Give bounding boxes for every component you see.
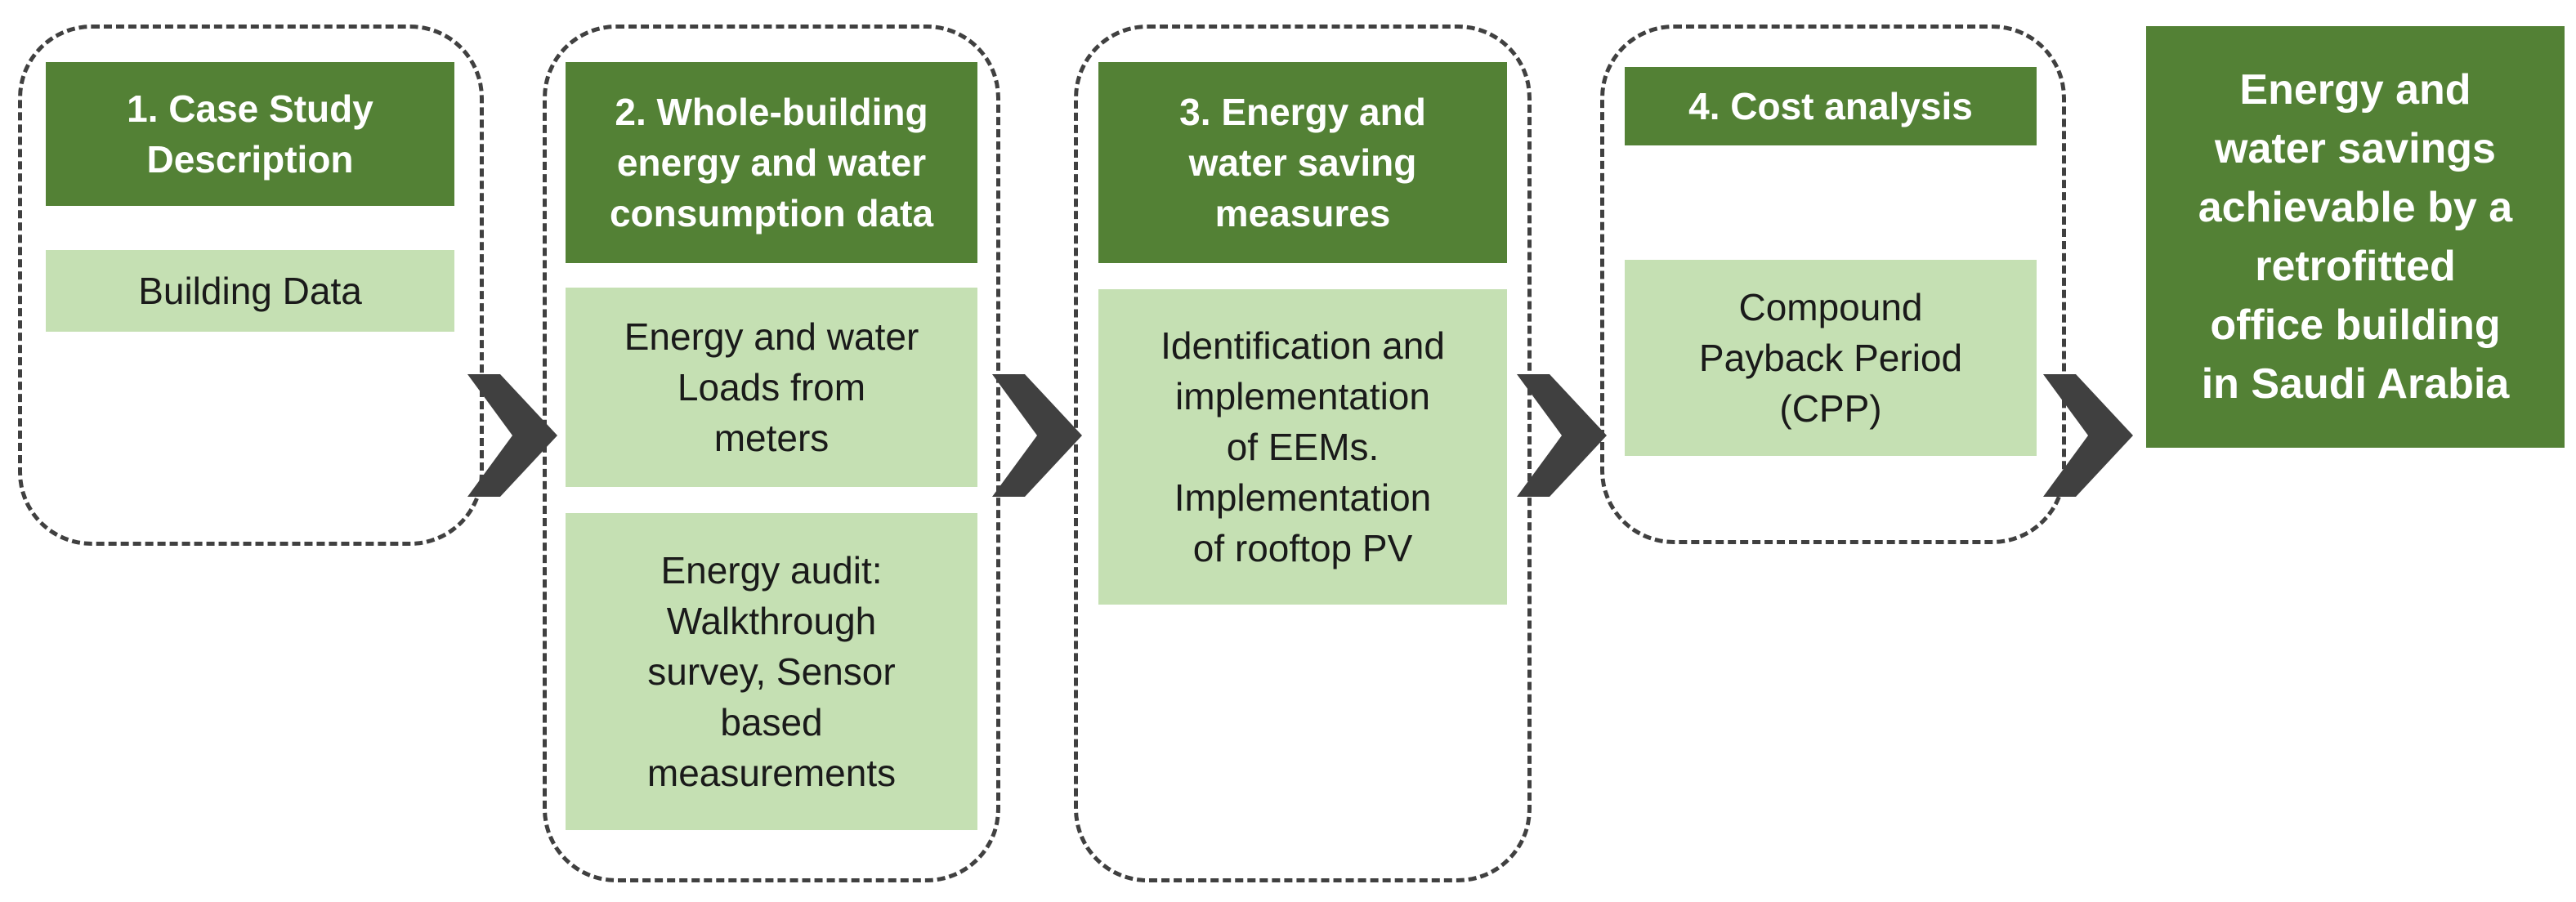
- step-1-group: [18, 25, 484, 546]
- step-1-header: 1. Case Study Description: [46, 62, 454, 206]
- step-4-item-cpp: Compound Payback Period (CPP): [1625, 260, 2037, 456]
- chevron-arrow-3-icon: [1517, 374, 1607, 497]
- step-3-header: 3. Energy and water saving measures: [1098, 62, 1507, 263]
- step-1-item-building-data: Building Data: [46, 250, 454, 332]
- step-2-item-energy-audit: Energy audit: Walkthrough survey, Sensor…: [566, 513, 977, 830]
- result-box: Energy and water savings achievable by a…: [2146, 26, 2565, 448]
- step-4-group: [1600, 25, 2066, 544]
- step-2-header: 2. Whole-building energy and water consu…: [566, 62, 977, 263]
- chevron-arrow-2-icon: [992, 374, 1082, 497]
- chevron-arrow-1-icon: [467, 374, 557, 497]
- step-3-item-eems: Identification and implementation of EEM…: [1098, 289, 1507, 605]
- chevron-arrow-4-icon: [2043, 374, 2133, 497]
- step-4-header: 4. Cost analysis: [1625, 67, 2037, 145]
- step-3-group: [1074, 25, 1532, 882]
- step-2-group: [543, 25, 1000, 882]
- step-2-item-meters: Energy and water Loads from meters: [566, 288, 977, 487]
